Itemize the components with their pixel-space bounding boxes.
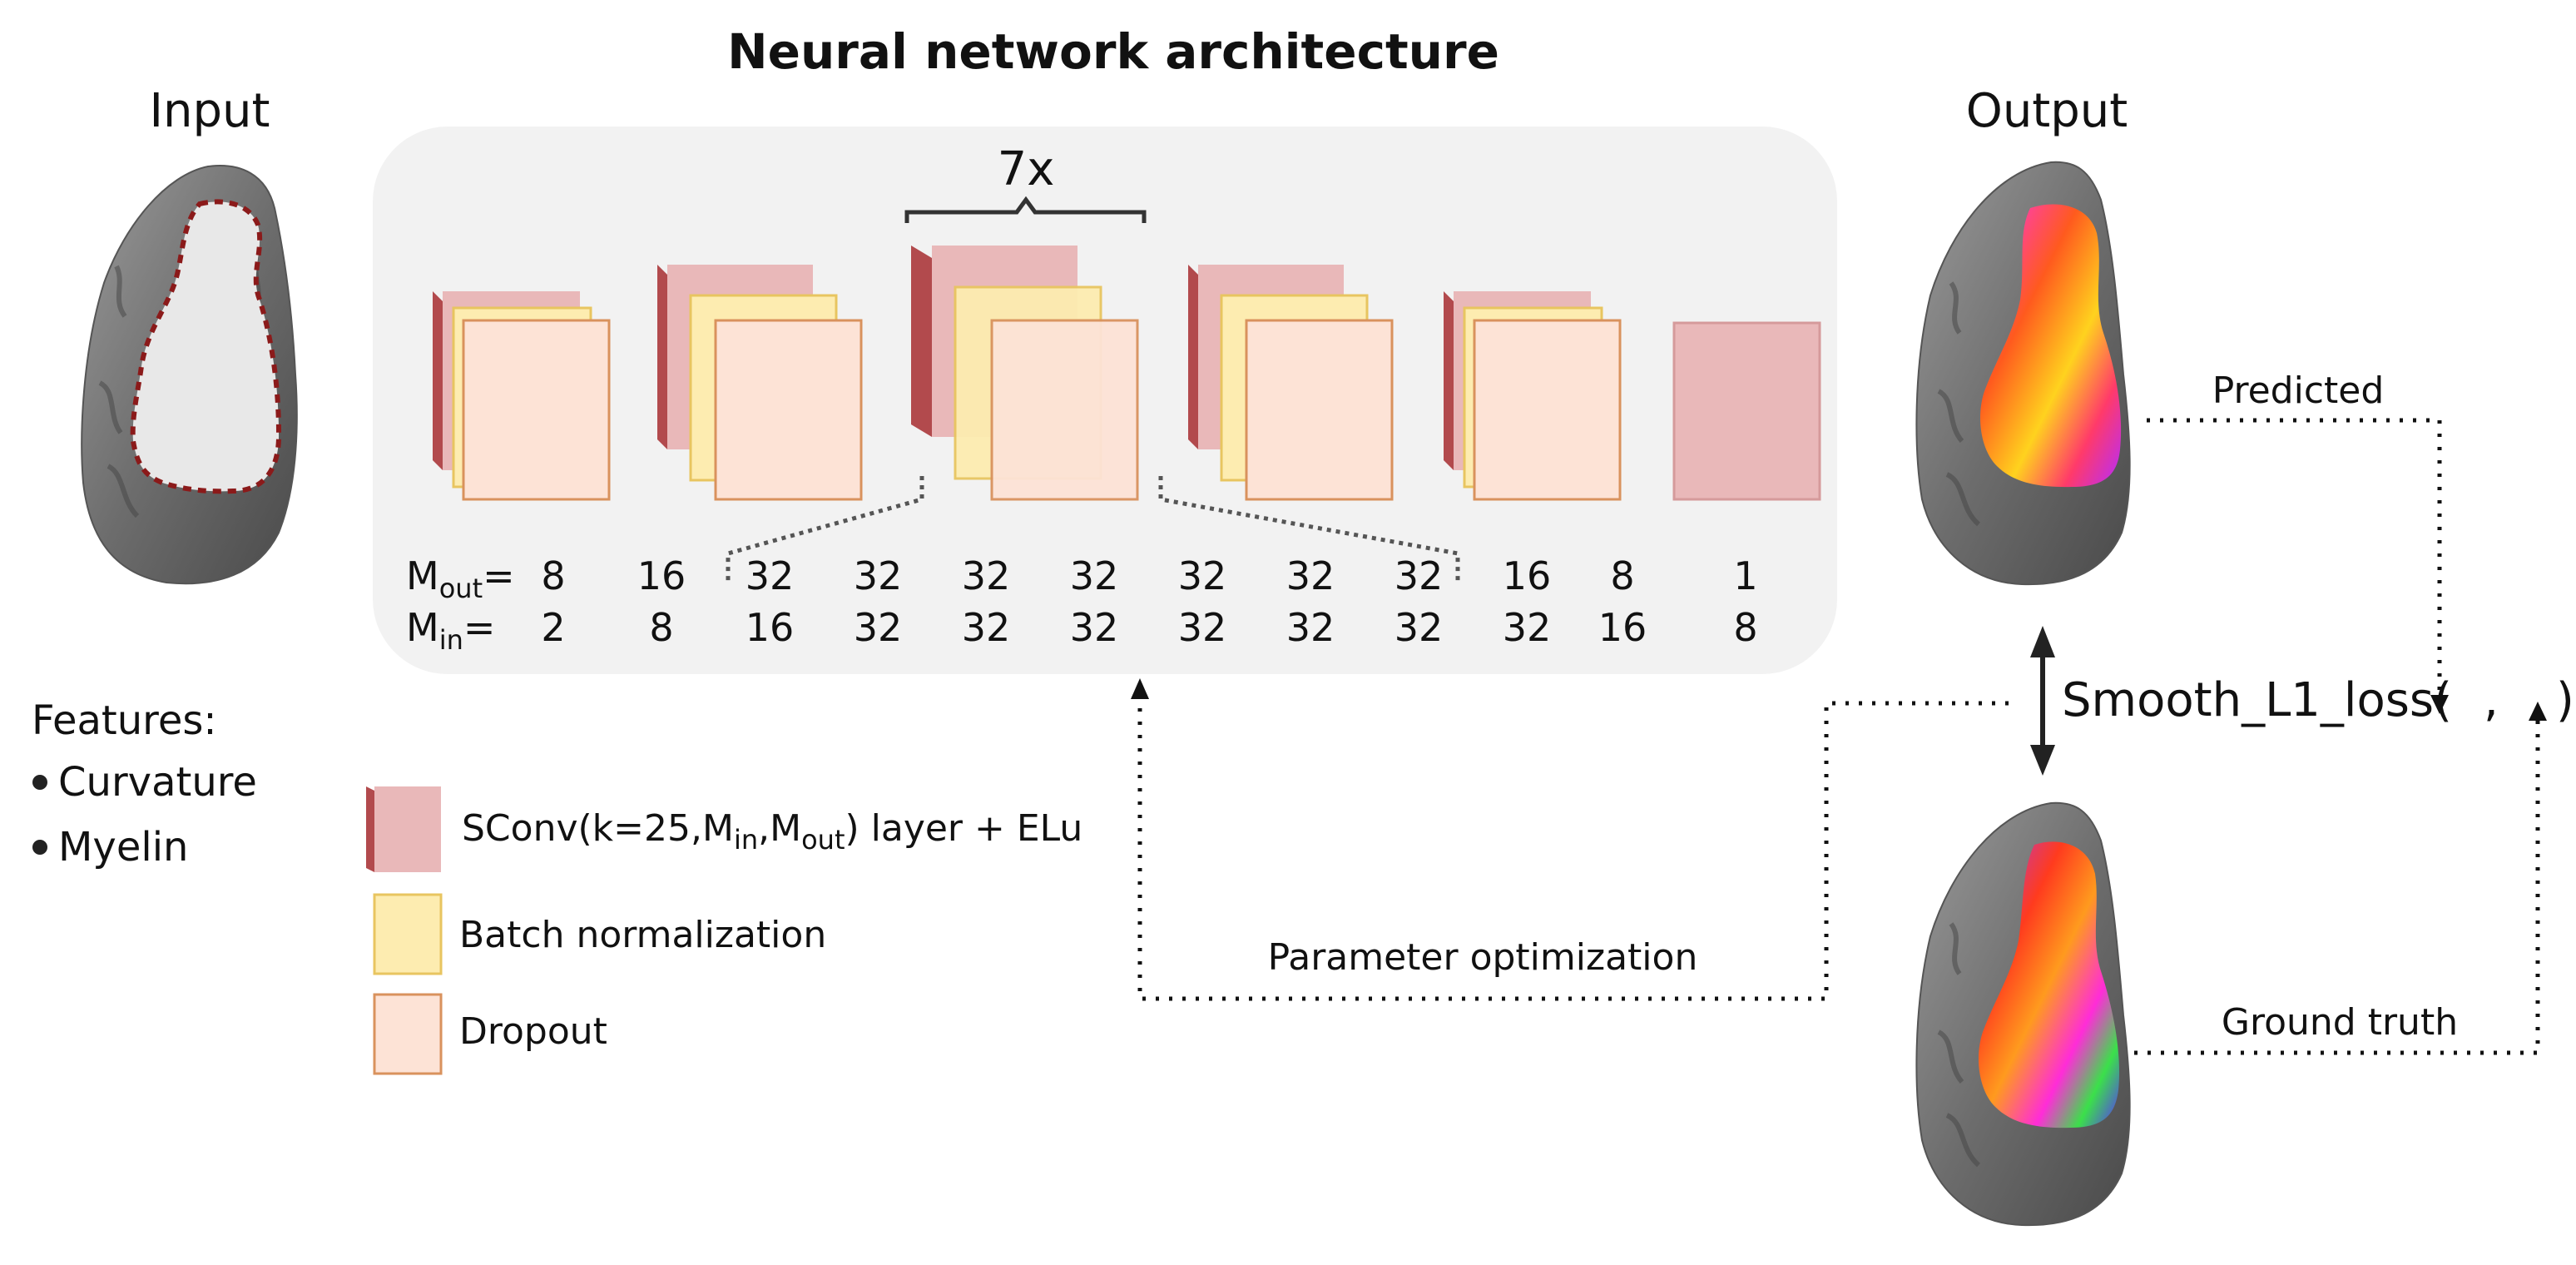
dropout-layer (1473, 319, 1622, 501)
conv-side (433, 291, 443, 470)
conv-side (1188, 265, 1198, 449)
m-in-value: 32 (1503, 605, 1552, 650)
m-out-value: 8 (1610, 553, 1634, 598)
double-arrow-head-down (2030, 745, 2055, 776)
legend-sconv-label: SConv(k=25,Min,Mout) layer + ELu (462, 807, 1082, 856)
predicted-map (1980, 204, 2122, 488)
m-out-value: 32 (1070, 553, 1119, 598)
ground-truth-map (1979, 841, 2120, 1129)
predicted-brain-image (1915, 161, 2131, 586)
layer-block-3 (911, 246, 1139, 501)
predicted-label: Predicted (2212, 370, 2385, 412)
m-out-value: 32 (1178, 553, 1227, 598)
diagram-title: Neural network architecture (727, 23, 1499, 80)
loss-comma: , (2484, 673, 2499, 727)
expansion-line-left (726, 476, 924, 583)
input-roi-outline (130, 199, 282, 494)
m-out-value: 32 (1286, 553, 1335, 598)
legend-dropout-swatch (373, 993, 443, 1075)
ground-truth-brain-image (1915, 801, 2131, 1227)
bullet-icon (32, 840, 47, 855)
m-out-value: 32 (962, 553, 1011, 598)
m-in-values: 2 8 16 32 32 32 32 32 32 32 16 8 (541, 605, 1757, 650)
feature-item-myelin: Myelin (58, 824, 188, 871)
output-heading: Output (1966, 84, 2128, 138)
m-in-value: 8 (1733, 605, 1757, 650)
bullet-icon (32, 775, 47, 790)
legend-sconv: SConv(k=25,Min,Mout) layer + ELu (366, 786, 1082, 872)
dropout-layer (714, 319, 863, 501)
layer-block-6 (1672, 321, 1821, 501)
m-in-value: 32 (1070, 605, 1119, 650)
m-in-label: Min= (406, 605, 495, 656)
legend-conv-side (366, 786, 374, 872)
dropout-layer (462, 319, 611, 501)
ground-truth-label: Ground truth (2222, 1001, 2458, 1044)
m-in-value: 8 (649, 605, 673, 650)
loss-function-label: Smooth_L1_loss( (2062, 673, 2452, 727)
repeat-label: 7x (998, 142, 1055, 196)
loss-close-paren: ) (2556, 673, 2574, 727)
m-out-value: 16 (1503, 553, 1552, 598)
parameter-optimization-path (1137, 695, 2014, 1001)
m-out-value: 32 (1395, 553, 1444, 598)
ground-truth-arrowhead (2529, 702, 2547, 721)
predicted-arrowhead (2430, 695, 2449, 714)
m-in-value: 16 (746, 605, 795, 650)
m-in-value: 16 (1598, 605, 1647, 650)
m-in-value: 32 (854, 605, 903, 650)
input-brain-image (81, 165, 298, 585)
layer-block-1 (433, 291, 611, 501)
dropout-layer (1245, 319, 1394, 501)
legend-batchnorm-label: Batch normalization (459, 914, 826, 956)
layer-block-5 (1444, 291, 1622, 501)
legend-batchnorm-swatch (373, 893, 443, 975)
conv-side (911, 246, 932, 437)
feature-item-curvature: Curvature (58, 759, 257, 806)
conv-layer (1672, 321, 1821, 501)
legend-conv-swatch (374, 786, 441, 872)
conv-side (1444, 291, 1454, 470)
legend-batchnorm: Batch normalization (373, 893, 826, 975)
features-heading: Features: (32, 697, 217, 744)
dropout-layer (990, 319, 1139, 501)
m-out-value: 16 (637, 553, 686, 598)
m-out-label: Mout= (406, 553, 515, 604)
m-in-value: 32 (1178, 605, 1227, 650)
m-out-value: 8 (541, 553, 565, 598)
conv-side (657, 265, 667, 449)
repeat-bracket (904, 196, 1147, 223)
m-out-value: 1 (1733, 553, 1757, 598)
m-in-value: 32 (1286, 605, 1335, 650)
predicted-arrow-path (2147, 418, 2442, 695)
m-in-value: 2 (541, 605, 565, 650)
expansion-line-right (1158, 476, 1460, 583)
legend-dropout-label: Dropout (459, 1010, 607, 1053)
layer-block-2 (657, 265, 863, 501)
m-in-value: 32 (1395, 605, 1444, 650)
double-arrow-head-up (2030, 626, 2055, 657)
m-in-value: 32 (962, 605, 1011, 650)
m-out-values: 8 16 32 32 32 32 32 32 32 16 8 1 (541, 553, 1757, 598)
layer-block-4 (1188, 265, 1394, 501)
parameter-optimization-label: Parameter optimization (1268, 936, 1698, 979)
input-heading: Input (149, 84, 270, 138)
m-out-value: 32 (854, 553, 903, 598)
ground-truth-arrow-path (2134, 720, 2540, 1055)
parameter-optimization-arrowhead (1131, 678, 1149, 699)
m-out-value: 32 (746, 553, 795, 598)
legend-dropout: Dropout (373, 993, 607, 1075)
